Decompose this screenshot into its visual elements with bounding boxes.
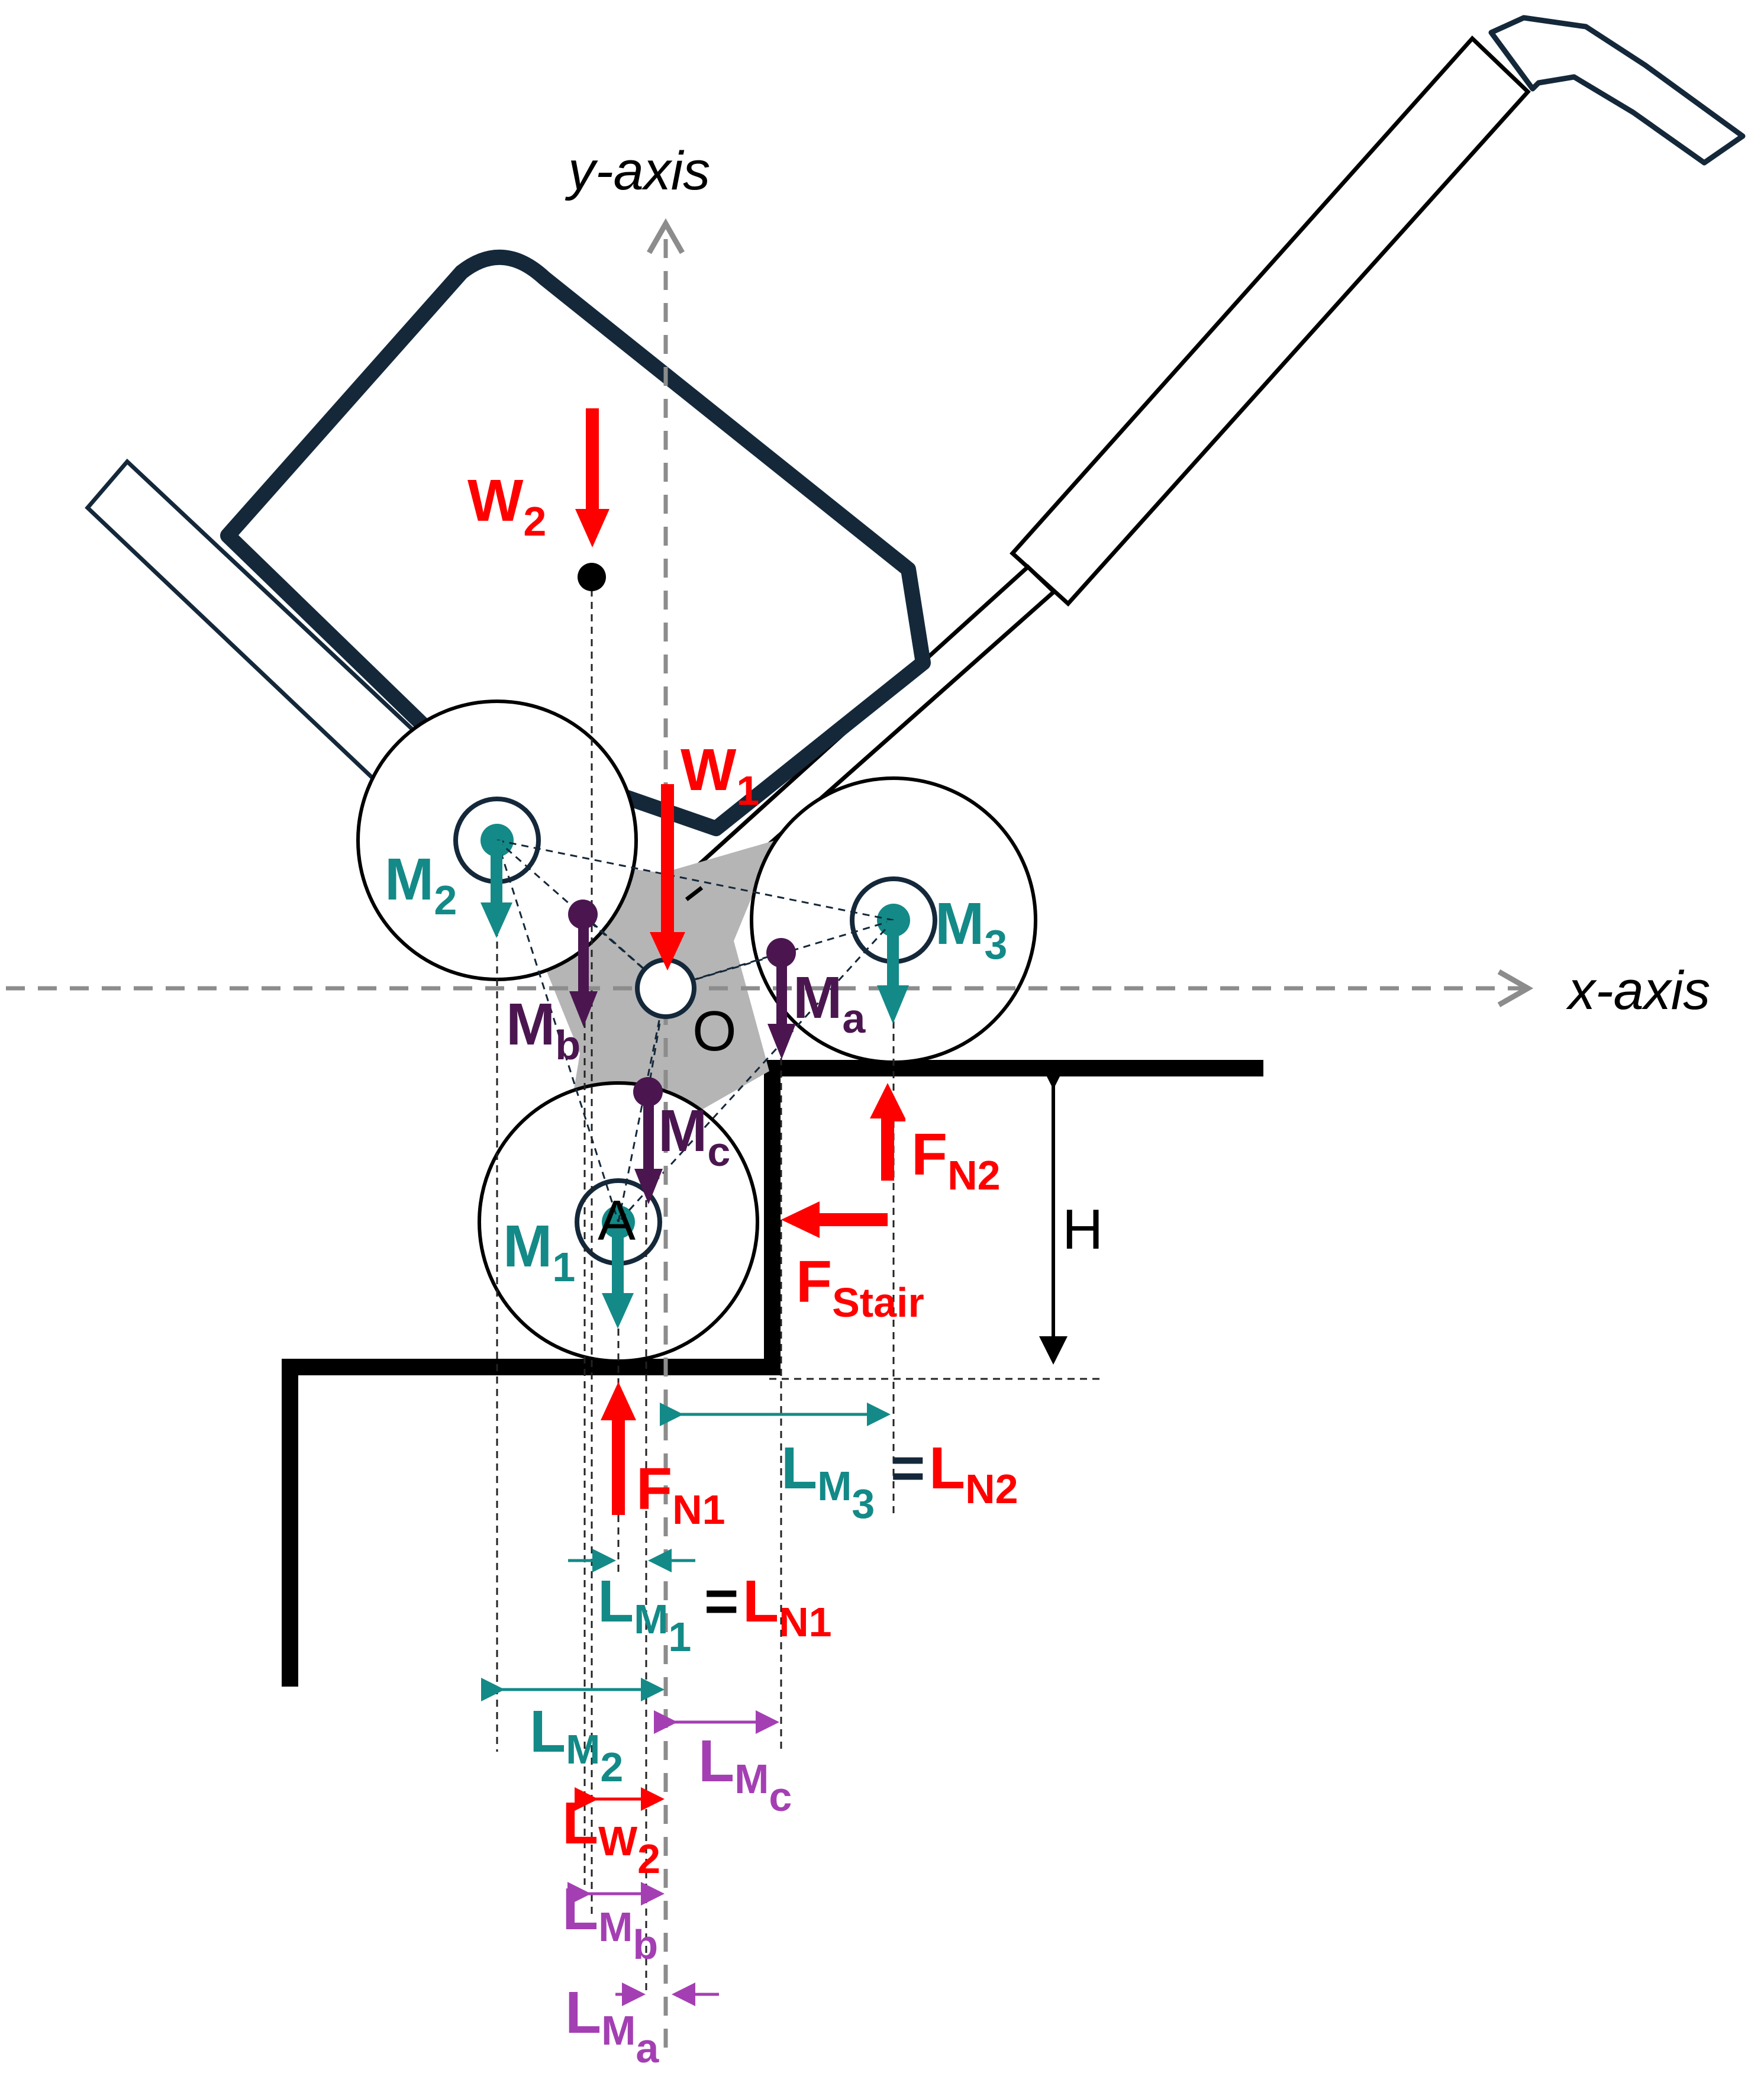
origin-label: O (692, 1000, 737, 1063)
fn1-force: FN1 (601, 1382, 725, 1533)
lm2-label: LM2 (530, 1698, 623, 1790)
fstair-force: FStair (781, 1201, 924, 1326)
lmb-label: LMb (562, 1876, 658, 1968)
origin-marker: O (635, 958, 737, 1063)
fn2-force: FN2 (870, 1083, 1001, 1198)
lmc-label: LMc (698, 1728, 792, 1820)
lm3-label: LM3 (781, 1435, 875, 1527)
lw2-dimension: LW2 (562, 1787, 665, 1882)
lm3-equals: = (891, 1435, 925, 1501)
height-label: H (1062, 1198, 1103, 1261)
lm1-label: LM1 (598, 1568, 691, 1660)
mc-weight: Mc (633, 1077, 730, 1204)
m3-label: M3 (935, 891, 1007, 968)
w2-label: W2 (467, 468, 546, 544)
ma-label: Ma (793, 965, 866, 1042)
mc-label: Mc (658, 1098, 730, 1175)
m1-label: M1 (503, 1213, 575, 1290)
lm2-dimension: LM2 (481, 1678, 665, 1790)
fn2-label: FN2 (911, 1121, 1001, 1198)
lm1-dimension: LM1 = LN1 (568, 1549, 832, 1660)
handle-grip (1488, 15, 1746, 166)
ma-weight: Ma (766, 938, 866, 1059)
w1-force: W1 (650, 737, 759, 971)
height-dimension: H (1039, 1061, 1103, 1365)
lm1-equals: = (704, 1568, 739, 1635)
lma-label: LMa (565, 1980, 659, 2071)
mb-label: Mb (506, 991, 581, 1068)
mb-weight: Mb (506, 900, 598, 1068)
m3-weight: M3 (877, 891, 1007, 1024)
construction-lines (496, 839, 895, 1223)
m1-weight: M1 A (503, 1189, 636, 1329)
lm3-dimension: LM3 = LN2 (660, 1403, 1018, 1527)
ln2-label: LN2 (929, 1435, 1018, 1512)
handle-upper-tube (1010, 35, 1531, 607)
ln1-label: LN1 (743, 1568, 832, 1645)
lma-dimension: LMa (565, 1980, 719, 2071)
fstair-label: FStair (796, 1249, 924, 1326)
w1-label: W1 (681, 737, 759, 814)
x-axis-label: x-axis (1566, 960, 1710, 1021)
coordinate-axes: x-axis y-axis (6, 141, 1710, 2048)
stair-profile (282, 1060, 1263, 1687)
wheel-a-label: A (598, 1189, 636, 1252)
y-axis-label: y-axis (565, 141, 710, 201)
lw2-label: LW2 (562, 1790, 660, 1882)
m2-label: M2 (385, 846, 457, 923)
basket (220, 249, 931, 836)
w2-force: W2 (467, 408, 610, 591)
lmb-dimension: LMb (562, 1876, 665, 1968)
m2-weight: M2 (385, 840, 512, 938)
fn1-label: FN1 (636, 1456, 725, 1533)
lmc-dimension: LMc (654, 1710, 792, 1820)
handle (683, 15, 1746, 900)
w2-center-of-mass (578, 563, 606, 591)
